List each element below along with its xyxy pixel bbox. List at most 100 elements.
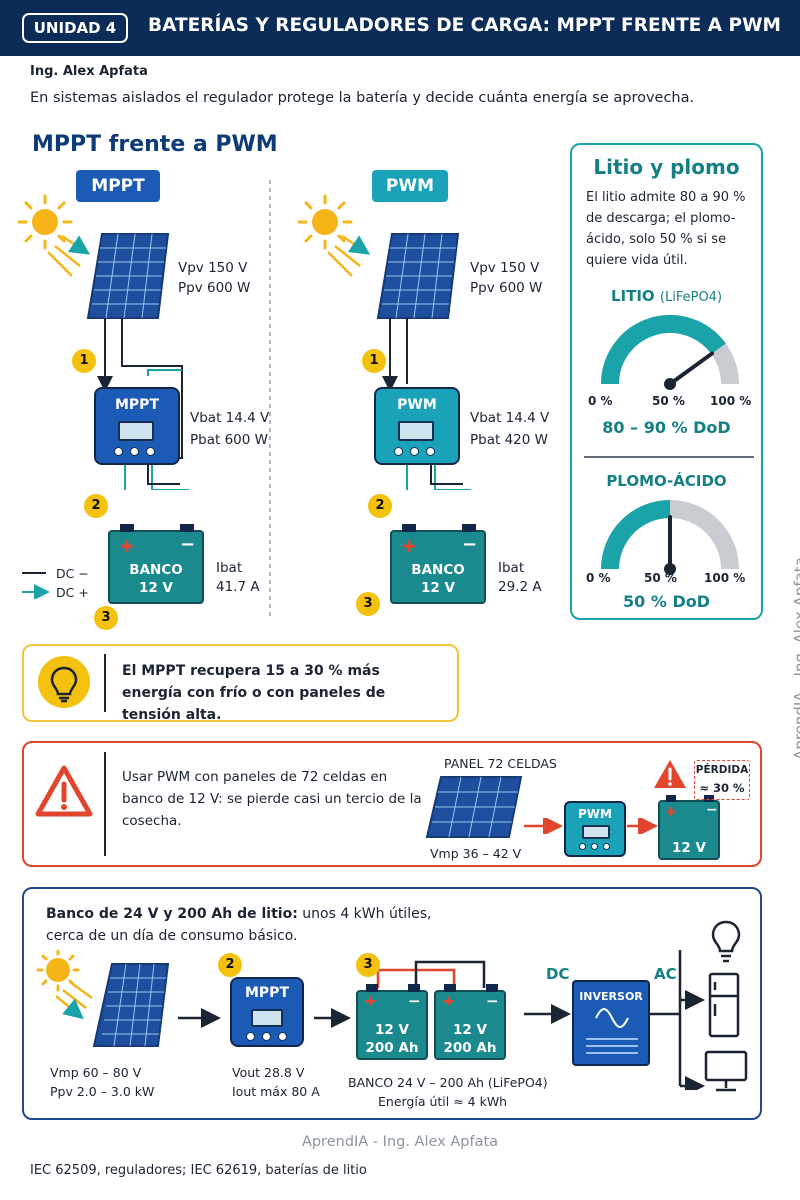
bank-system-diagram xyxy=(36,950,705,1090)
plus-icon: ✚ xyxy=(402,537,416,556)
step-3-bank: 3 xyxy=(356,953,380,977)
step-2-mppt: 2 xyxy=(84,494,108,518)
bank-label: BANCO 24 V – 200 Ah (LiFePO4) xyxy=(348,1075,548,1090)
mppt-pbat: Pbat 600 W xyxy=(190,432,268,448)
loss-warning-icon xyxy=(654,760,686,788)
lightbulb-load-icon xyxy=(711,920,741,963)
warning-pwm-controller: PWM xyxy=(564,801,626,857)
mppt-battery-label: BANCO xyxy=(129,562,183,578)
mppt-ibat-value: 41.7 A xyxy=(216,579,260,595)
lead-title: PLOMO-ÁCIDO xyxy=(606,472,727,490)
controller-buttons xyxy=(114,447,164,456)
mppt-battery: ✚ − BANCO 12 V xyxy=(108,524,204,604)
mppt-ppv: Ppv 600 W xyxy=(178,280,251,296)
sun-icon xyxy=(36,950,93,1020)
pwm-controller: PWM xyxy=(374,387,460,465)
arrow-pwm-to-battery xyxy=(627,818,658,834)
plus-icon: ✚ xyxy=(443,995,454,1010)
lithium-lead-card xyxy=(570,143,763,620)
warning-battery: ✚ − 12 V xyxy=(658,795,720,860)
bank-battery-2-capacity: 200 Ah xyxy=(443,1040,497,1056)
warning-vmp: Vmp 36 – 42 V xyxy=(430,846,522,861)
mppt-wiring xyxy=(17,194,189,490)
warning-text: Usar PWM con paneles de 72 celdas en ban… xyxy=(122,769,422,829)
column-divider xyxy=(269,180,271,620)
mppt-vpv: Vpv 150 V xyxy=(178,260,248,276)
lead-tick-50: 50 % xyxy=(644,571,677,585)
bank-title: Banco de 24 V y 200 Ah de litio: unos 4 … xyxy=(46,903,431,925)
lithium-tick-0: 0 % xyxy=(588,394,613,408)
pwm-ppv: Ppv 600 W xyxy=(470,280,543,296)
lead-result: 50 % DoD xyxy=(623,592,710,611)
controller-buttons xyxy=(246,1032,296,1041)
pwm-battery-label: BANCO xyxy=(411,562,465,578)
lithium-title: LITIO (LiFePO4) xyxy=(570,287,763,305)
lithium-gauge xyxy=(601,315,739,390)
bank-battery-1: ✚ − 12 V 200 Ah xyxy=(356,984,428,1060)
lithium-label: LITIO xyxy=(610,287,655,305)
controller-screen xyxy=(251,1009,283,1027)
footer-brand: AprendIA - Ing. Alex Apfata xyxy=(301,1134,499,1150)
lithium-result: 80 – 90 % DoD xyxy=(602,418,731,437)
pwm-badge: PWM xyxy=(372,170,448,202)
solar-panel-icon xyxy=(376,233,460,319)
pwm-vpv: Vpv 150 V xyxy=(470,260,540,276)
warning-battery-voltage: 12 V xyxy=(672,840,706,856)
bank-vout: Vout 28.8 V xyxy=(232,1065,305,1080)
tip-text: El MPPT recupera 15 a 30 % más energía c… xyxy=(122,663,386,723)
lead-gauge xyxy=(601,500,739,575)
wire-legend xyxy=(22,572,50,599)
bank-vmp: Vmp 60 – 80 V xyxy=(50,1065,142,1080)
bank-battery-1-voltage: 12 V xyxy=(375,1022,409,1038)
plus-icon: ✚ xyxy=(120,537,134,556)
bank-title-rest: unos 4 kWh útiles, xyxy=(297,906,432,922)
loss-box xyxy=(694,760,750,800)
lithium-subtitle: (LiFePO4) xyxy=(659,290,723,305)
pwm-controller-label: PWM xyxy=(397,397,437,413)
legend-dc-minus: DC − xyxy=(56,566,89,581)
step-2-pwm: 2 xyxy=(368,494,392,518)
bank-battery-2: ✚ − 12 V 200 Ah xyxy=(434,984,506,1060)
controller-buttons xyxy=(394,447,444,456)
warning-pwm-label: PWM xyxy=(578,807,612,821)
mppt-badge: MPPT xyxy=(76,170,160,202)
warning-panel-label: PANEL 72 CELDAS xyxy=(444,756,557,771)
step-3-pwm: 3 xyxy=(356,592,380,616)
lithium-tick-100: 100 % xyxy=(710,394,752,408)
pwm-vbat: Vbat 14.4 V xyxy=(470,410,550,426)
step-1-pwm: 1 xyxy=(362,349,386,373)
pwm-ibat-label: Ibat xyxy=(498,560,525,576)
minus-icon: − xyxy=(462,534,478,555)
controller-screen xyxy=(398,421,434,441)
side-title: Litio y plomo xyxy=(593,155,740,179)
plus-icon: ✚ xyxy=(365,995,376,1010)
bank-mppt-controller: MPPT xyxy=(230,977,304,1047)
step-1-mppt: 1 xyxy=(72,349,96,373)
minus-icon: − xyxy=(486,992,499,1010)
mppt-battery-voltage: 12 V xyxy=(139,580,173,596)
solar-panel-icon xyxy=(86,233,170,319)
loss-value: ≈ 30 % xyxy=(699,781,745,795)
step-3-mppt: 3 xyxy=(94,606,118,630)
sun-icon xyxy=(297,194,371,277)
bank-card xyxy=(22,887,762,1120)
inverter: INVERSOR xyxy=(572,980,650,1066)
gauge-divider xyxy=(584,456,754,458)
author: Ing. Alex Apfata xyxy=(30,64,148,79)
solar-panel-icon xyxy=(92,963,170,1047)
bank-battery-1-capacity: 200 Ah xyxy=(365,1040,419,1056)
page-title: BATERÍAS Y REGULADORES DE CARGA: MPPT FR… xyxy=(148,15,781,36)
pwm-wiring xyxy=(297,194,471,490)
warning-divider xyxy=(104,752,106,856)
lightbulb-icon xyxy=(38,656,90,708)
intro-text: En sistemas aislados el regulador proteg… xyxy=(30,90,695,106)
tip-card xyxy=(22,644,459,722)
comparison-title: MPPT frente a PWM xyxy=(32,132,278,157)
dc-label: DC xyxy=(546,965,570,983)
bank-battery-2-voltage: 12 V xyxy=(453,1022,487,1038)
mppt-ibat-label: Ibat xyxy=(216,560,243,576)
pwm-battery-voltage: 12 V xyxy=(421,580,455,596)
minus-icon: − xyxy=(180,534,196,555)
warning-icon xyxy=(35,765,93,817)
unit-badge: UNIDAD 4 xyxy=(22,13,128,43)
